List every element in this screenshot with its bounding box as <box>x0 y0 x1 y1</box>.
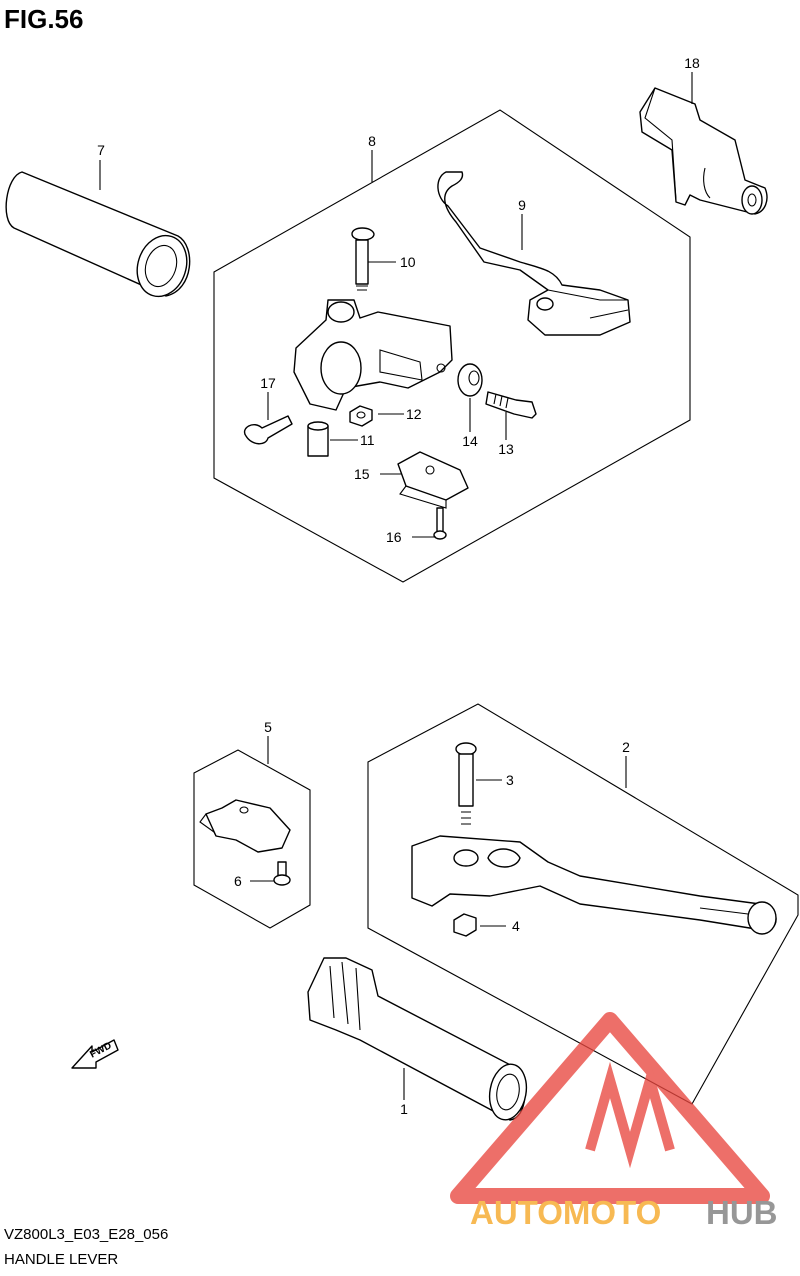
nut-part-4 <box>453 913 477 937</box>
screw-part-16 <box>433 507 447 540</box>
brake-lever-part-2 <box>411 835 777 935</box>
callout-10: 10 <box>400 254 416 270</box>
screw-part-6 <box>273 861 291 886</box>
watermark-text-hub: HUB <box>706 1194 778 1231</box>
callout-6: 6 <box>234 873 242 889</box>
watermark-triangle <box>450 1012 770 1204</box>
figure-code: VZ800L3_E03_E28_056 <box>4 1226 169 1243</box>
callout-17: 17 <box>260 375 276 391</box>
callout-16: 16 <box>386 529 402 545</box>
assembly-box-5 <box>193 749 311 929</box>
left-grip-part-7 <box>5 171 191 298</box>
figure-title: FIG.56 <box>4 4 84 34</box>
callout-4: 4 <box>512 918 520 934</box>
figure-name: HANDLE LEVER <box>4 1251 119 1268</box>
automotohub-watermark-logo: AUTOMOTO HUB <box>450 1012 778 1231</box>
brake-switch-part-5 <box>199 799 291 853</box>
clutch-switch-part-15 <box>397 451 469 509</box>
callout-8: 8 <box>368 133 376 149</box>
callout-5: 5 <box>264 719 272 735</box>
clutch-lever-part-9 <box>437 171 631 336</box>
screw-part-17 <box>243 415 293 445</box>
callout-7: 7 <box>97 142 105 158</box>
callout-12: 12 <box>406 406 422 422</box>
callout-14: 14 <box>462 433 478 449</box>
assembly-box-8 <box>213 109 691 583</box>
callout-3: 3 <box>506 772 514 788</box>
assembly-box-2 <box>367 703 799 1105</box>
watermark-monogram <box>585 1061 675 1169</box>
callout-11: 11 <box>360 432 375 448</box>
callout-1: 1 <box>400 1101 408 1117</box>
adjuster-bolt-part-13 <box>485 391 537 419</box>
pivot-bolt-part-10 <box>351 227 375 291</box>
adjuster-nut-part-14 <box>457 363 483 397</box>
throttle-grip-part-1 <box>307 957 528 1121</box>
bracket-part-18 <box>639 87 768 215</box>
fwd-arrow-icon: FWD <box>71 1039 119 1069</box>
pivot-bolt-part-3 <box>455 742 477 825</box>
lever-holder-part-8 <box>293 299 453 411</box>
callout-labels: 7 8 18 9 10 17 12 11 14 13 15 16 5 2 3 4… <box>97 55 700 1117</box>
callout-13: 13 <box>498 441 514 457</box>
callout-2: 2 <box>622 739 630 755</box>
bushing-part-11 <box>307 421 329 457</box>
callout-9: 9 <box>518 197 526 213</box>
callout-18: 18 <box>684 55 700 71</box>
callout-15: 15 <box>354 466 370 482</box>
nut-part-12 <box>349 405 373 427</box>
watermark-text-auto: AUTOMOTO <box>470 1194 661 1231</box>
leader-lines <box>99 72 693 1100</box>
